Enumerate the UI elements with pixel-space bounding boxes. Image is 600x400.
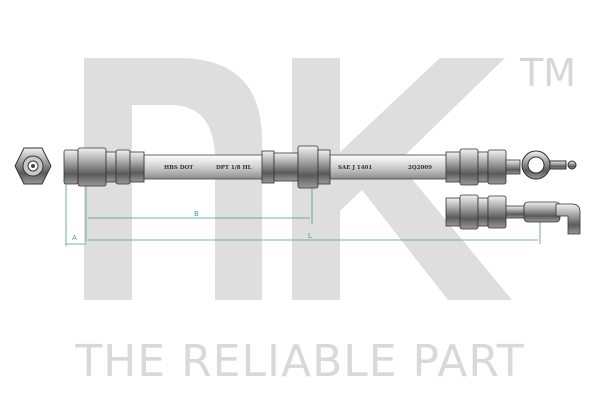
hose-marking-3: SAE J 1401 bbox=[338, 165, 372, 171]
trademark-symbol: TM bbox=[519, 51, 576, 95]
dimension-lines bbox=[65, 180, 541, 246]
dimension-a-label: A bbox=[72, 234, 77, 242]
brake-hose-main: HBS DOT DPT 1/8 HL SAE J 1401 2Q2009 bbox=[63, 145, 577, 189]
dimension-b-label: B bbox=[194, 210, 199, 218]
hose-marking-1: HBS DOT bbox=[164, 165, 194, 171]
hose-marking-2: DPT 1/8 HL bbox=[216, 165, 252, 171]
hose-marking-4: 2Q2009 bbox=[408, 165, 432, 171]
end-fitting-side-view bbox=[445, 194, 581, 235]
banjo-eye-fitting bbox=[521, 150, 577, 180]
brand-tagline: THE RELIABLE PART bbox=[75, 336, 525, 387]
dimension-l-label: L bbox=[308, 232, 312, 240]
left-fitting bbox=[63, 147, 145, 187]
right-fitting bbox=[445, 148, 521, 186]
middle-bracket bbox=[261, 145, 331, 189]
hex-nut-end-view bbox=[14, 147, 52, 185]
